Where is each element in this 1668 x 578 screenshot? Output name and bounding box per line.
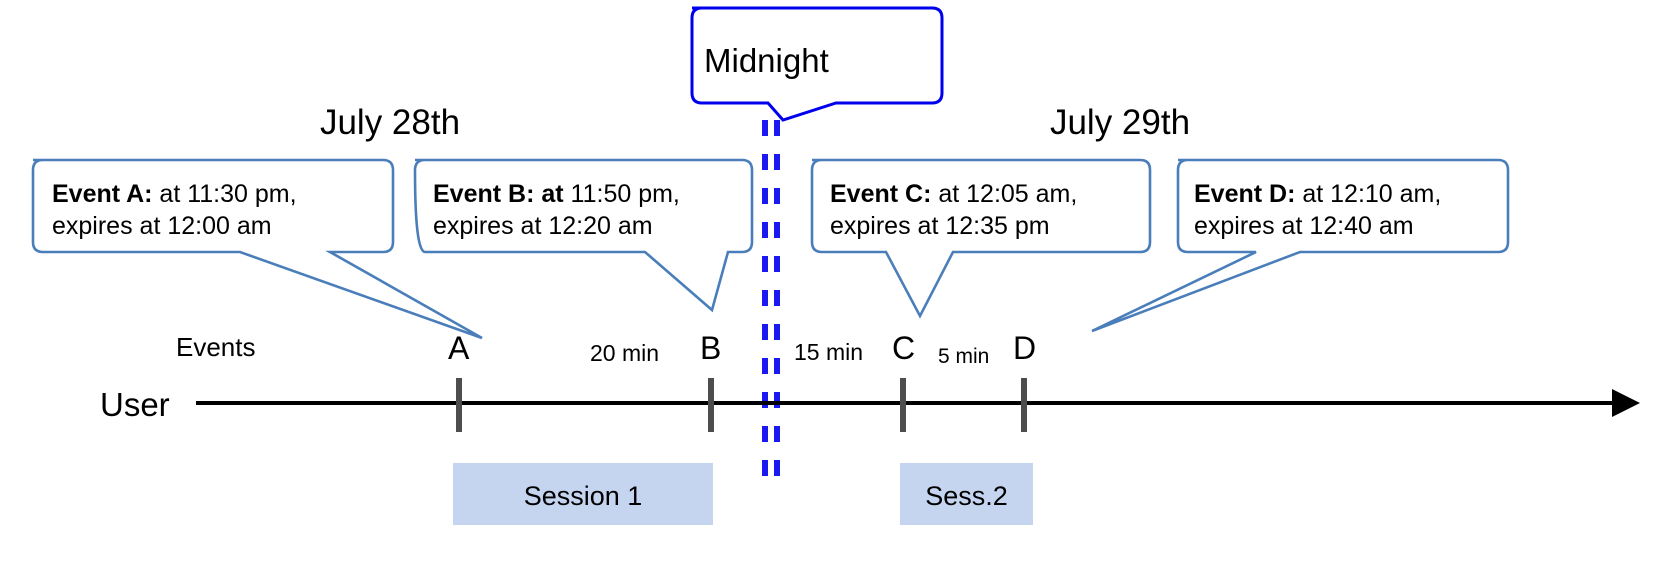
row-label-events: Events [176, 332, 256, 362]
event-c-bold: Event C: [830, 180, 932, 208]
event-c-line2: expires at 12:35 pm [830, 212, 1050, 240]
session-2-box [900, 463, 1033, 525]
event-a-callout-shape [31, 158, 483, 340]
event-d-bold: Event D: [1194, 180, 1296, 208]
event-b-line2: expires at 12:20 am [433, 212, 653, 240]
date-label-july-29: July 29th [1049, 103, 1191, 142]
marker-label-a: A [448, 330, 470, 366]
event-d-line2: expires at 12:40 am [1194, 212, 1414, 240]
event-b-callout-shape [413, 158, 754, 313]
event-d-callout-text: Event D: at 12:10 am, expires at 12:40 a… [1194, 178, 1514, 242]
session-1-label: Session 1 [523, 481, 643, 511]
gap-label-5-min: 5 min [938, 345, 990, 368]
session-1-box [453, 463, 713, 525]
event-a-bold: Event A: [52, 180, 153, 208]
event-c-callout-text: Event C: at 12:05 am, expires at 12:35 p… [830, 178, 1150, 242]
gap-label-15-min: 15 min [794, 339, 864, 365]
gap-label-20-min: 20 min [590, 340, 660, 366]
event-b-line1-rest: 11:50 pm, [563, 180, 680, 208]
midnight-label: Midnight [704, 42, 829, 79]
session-2-label: Sess.2 [925, 481, 1008, 511]
event-d-callout-shape [1091, 158, 1510, 333]
event-b-callout-text: Event B: at 11:50 pm, expires at 12:20 a… [433, 178, 753, 242]
event-b-bold: Event B: at [433, 180, 564, 208]
event-d-line1-rest: at 12:10 am, [1295, 180, 1442, 208]
event-a-line2: expires at 12:00 am [52, 212, 272, 240]
midnight-callout-shape [690, 6, 944, 122]
event-c-callout-shape [810, 158, 1152, 319]
timeline-arrowhead [1612, 389, 1640, 417]
marker-label-b: B [700, 330, 722, 366]
date-label-july-28: July 28th [319, 103, 461, 142]
row-label-user: User [100, 386, 170, 423]
event-a-callout-text: Event A: at 11:30 pm, expires at 12:00 a… [52, 178, 392, 242]
marker-label-d: D [1013, 330, 1037, 366]
event-a-line1-rest: at 11:30 pm, [152, 180, 297, 208]
event-c-line1-rest: at 12:05 am, [931, 180, 1078, 208]
marker-label-c: C [892, 330, 916, 366]
